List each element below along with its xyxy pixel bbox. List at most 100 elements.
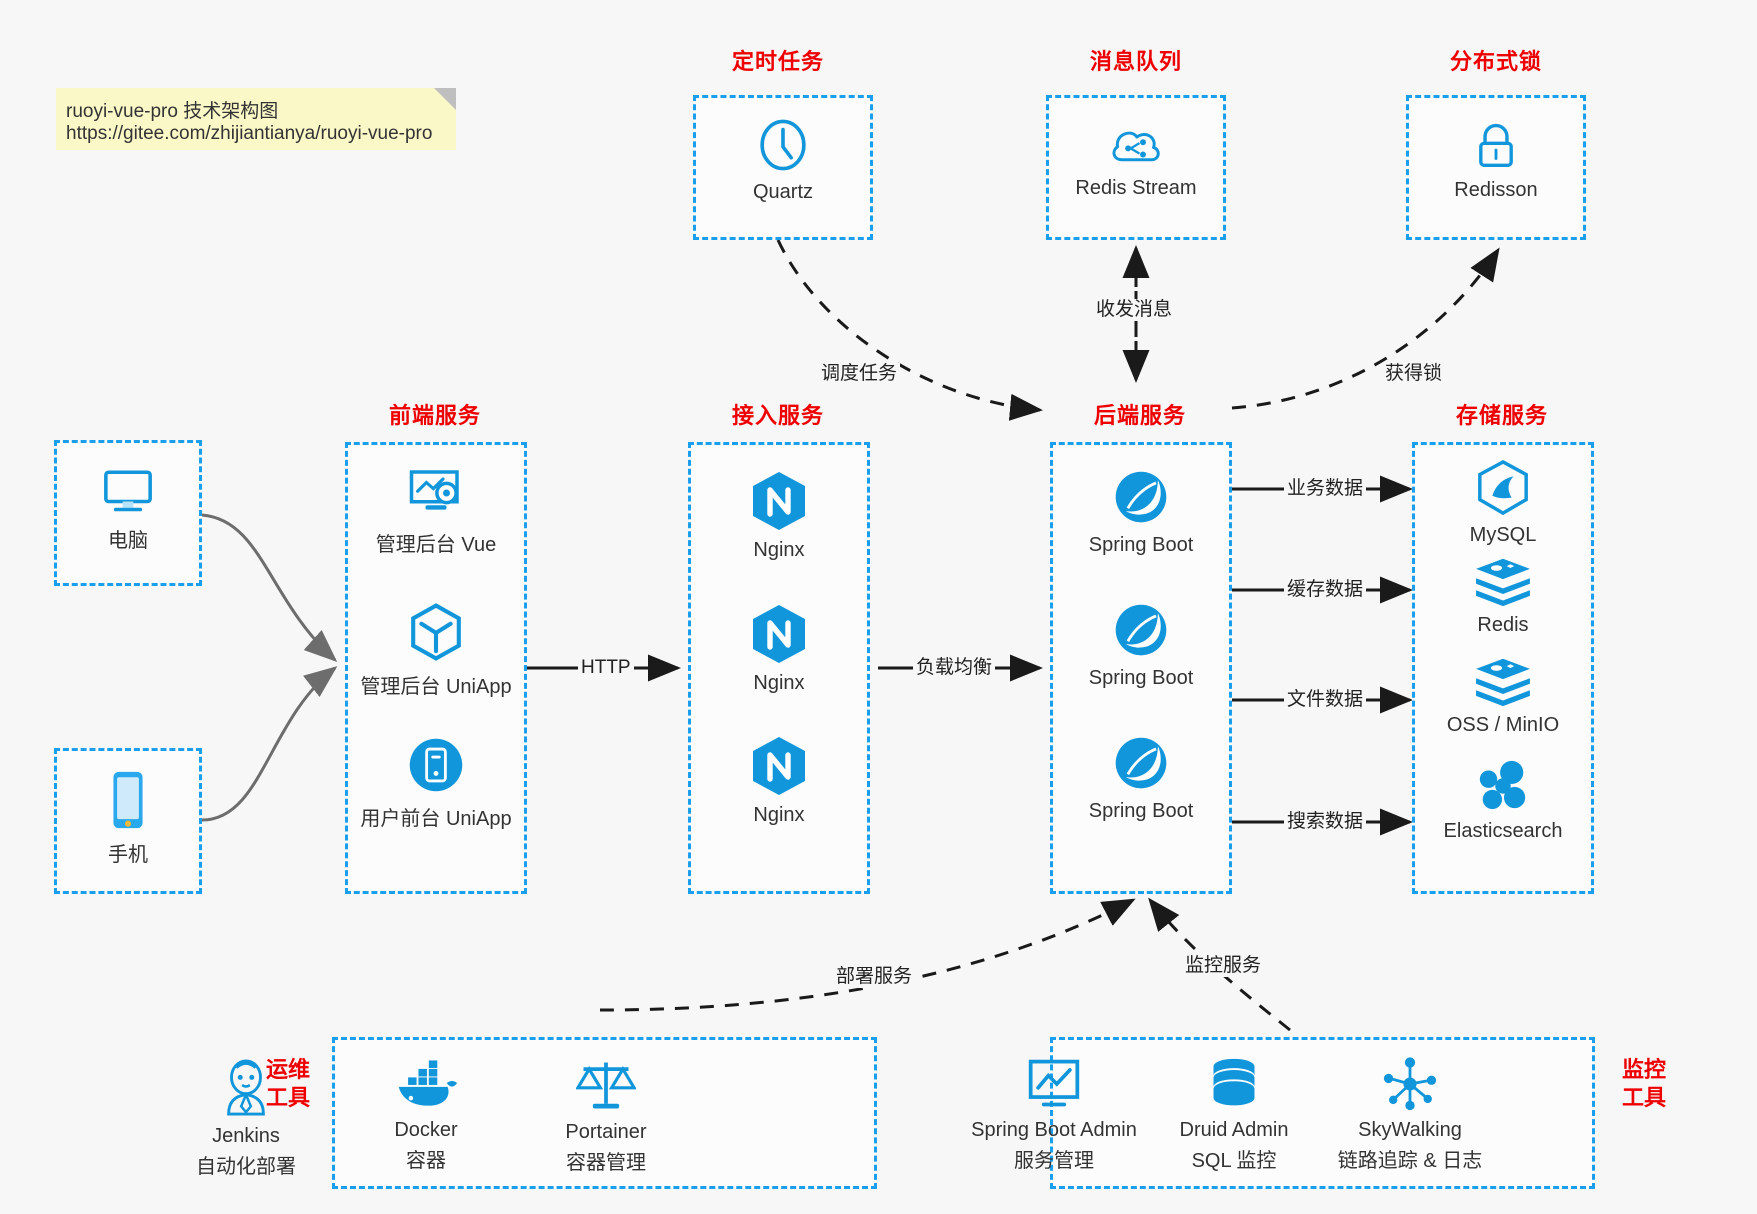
node-elasticsearch[interactable]: Elasticsearch bbox=[1415, 757, 1591, 843]
cube-icon bbox=[348, 601, 524, 663]
monitoring-title-line-1: 监控 bbox=[1621, 1057, 1666, 1082]
node-redis[interactable]: Redis bbox=[1415, 555, 1591, 637]
edge-label-http: HTTP bbox=[578, 657, 634, 679]
node-sublabel: 容器 bbox=[406, 1150, 446, 1172]
group-title-frontend: 前端服务 bbox=[388, 403, 481, 428]
node-spring-boot-2[interactable]: Spring Boot bbox=[1053, 600, 1229, 690]
node-spring-boot-3[interactable]: Spring Boot bbox=[1053, 733, 1229, 823]
node-label: Nginx bbox=[753, 804, 805, 826]
node-label: Jenkins bbox=[212, 1125, 280, 1147]
node-redisson[interactable]: Redisson bbox=[1409, 118, 1583, 202]
node-label: Spring Boot Admin bbox=[971, 1119, 1137, 1141]
node-docker[interactable]: Docker 容器 bbox=[335, 1056, 517, 1173]
group-gateway[interactable]: Nginx Nginx Nginx bbox=[688, 442, 870, 894]
devops-title-line-2: 工具 bbox=[265, 1085, 310, 1110]
monitor-chart-icon bbox=[963, 1056, 1145, 1112]
node-redis-stream[interactable]: Redis Stream bbox=[1049, 118, 1223, 200]
edge-label-schedule-task: 调度任务 bbox=[818, 363, 901, 385]
node-sublabel: 服务管理 bbox=[1014, 1150, 1094, 1172]
edge-label-load-balance: 负载均衡 bbox=[913, 657, 996, 679]
node-label: Spring Boot bbox=[1088, 800, 1194, 822]
node-pc[interactable]: 电脑 bbox=[57, 463, 199, 553]
redis-icon bbox=[1415, 555, 1591, 607]
group-title-storage: 存储服务 bbox=[1455, 403, 1548, 428]
nginx-icon bbox=[691, 603, 867, 665]
mysql-icon bbox=[1415, 459, 1591, 517]
mobile-app-icon bbox=[348, 735, 524, 795]
clock-icon bbox=[696, 116, 870, 174]
node-label: OSS / MinIO bbox=[1446, 714, 1560, 736]
node-label: 管理后台 Vue bbox=[375, 534, 497, 556]
node-oss-minio[interactable]: OSS / MinIO bbox=[1415, 655, 1591, 737]
database-stack-icon bbox=[1143, 1056, 1325, 1112]
node-label: Nginx bbox=[753, 539, 805, 561]
node-sublabel: 链路追踪 & 日志 bbox=[1337, 1150, 1483, 1172]
group-backend[interactable]: Spring Boot Spring Boot Spring Boot bbox=[1050, 442, 1232, 894]
edge-label-search-data: 搜索数据 bbox=[1284, 811, 1367, 833]
group-title-scheduled-task: 定时任务 bbox=[731, 49, 824, 74]
node-label: Elasticsearch bbox=[1443, 820, 1563, 842]
nginx-icon bbox=[691, 735, 867, 797]
group-devops[interactable]: Jenkins 自动化部署 Docker 容器 bbox=[196, 1037, 877, 1189]
node-label: 用户前台 UniApp bbox=[360, 808, 512, 830]
node-nginx-2[interactable]: Nginx bbox=[691, 603, 867, 695]
group-title-message-queue: 消息队列 bbox=[1089, 49, 1182, 74]
group-distributed-lock[interactable]: Redisson bbox=[1406, 95, 1586, 240]
note-line-1: ruoyi-vue-pro 技术架构图 bbox=[66, 101, 279, 122]
node-nginx-1[interactable]: Nginx bbox=[691, 470, 867, 562]
note-fold-icon bbox=[434, 88, 456, 110]
node-sublabel: SQL 监控 bbox=[1191, 1150, 1277, 1172]
node-label: Quartz bbox=[752, 181, 814, 203]
group-monitoring[interactable]: Spring Boot Admin 服务管理 Druid Admin SQL 监… bbox=[971, 1037, 1595, 1189]
node-sublabel: 容器管理 bbox=[566, 1152, 646, 1174]
node-label: SkyWalking bbox=[1358, 1119, 1462, 1141]
lock-icon bbox=[1409, 118, 1583, 172]
cloud-stream-icon bbox=[1049, 118, 1223, 170]
spring-boot-icon bbox=[1053, 600, 1229, 660]
group-title-devops: 运维 工具 bbox=[252, 1056, 324, 1112]
node-label: Docker bbox=[394, 1119, 458, 1141]
jenkins-icon bbox=[155, 1056, 337, 1118]
group-client-mobile[interactable]: 手机 bbox=[54, 748, 202, 894]
node-user-uniapp[interactable]: 用户前台 UniApp bbox=[348, 735, 524, 831]
node-label: 手机 bbox=[108, 844, 148, 866]
group-title-monitoring: 监控 工具 bbox=[1608, 1056, 1680, 1112]
node-label: MySQL bbox=[1469, 524, 1537, 546]
group-message-queue[interactable]: Redis Stream bbox=[1046, 95, 1226, 240]
edge-label-send-recv-msg: 收发消息 bbox=[1093, 299, 1176, 321]
node-admin-vue[interactable]: 管理后台 Vue bbox=[348, 465, 524, 557]
node-quartz[interactable]: Quartz bbox=[696, 116, 870, 204]
node-skywalking[interactable]: SkyWalking 链路追踪 & 日志 bbox=[1319, 1056, 1501, 1173]
edge-label-deploy-service: 部署服务 bbox=[833, 966, 916, 988]
node-label: 管理后台 UniApp bbox=[360, 676, 512, 698]
node-label: Spring Boot bbox=[1088, 667, 1194, 689]
edge-label-acquire-lock: 获得锁 bbox=[1382, 363, 1446, 385]
node-spring-boot-admin[interactable]: Spring Boot Admin 服务管理 bbox=[963, 1056, 1145, 1173]
docker-icon bbox=[335, 1056, 517, 1112]
node-jenkins[interactable]: Jenkins 自动化部署 bbox=[155, 1056, 337, 1179]
group-title-gateway: 接入服务 bbox=[731, 403, 824, 428]
node-label: Redisson bbox=[1454, 179, 1538, 201]
group-title-distributed-lock: 分布式锁 bbox=[1449, 49, 1542, 74]
group-title-backend: 后端服务 bbox=[1093, 403, 1186, 428]
node-sublabel: 自动化部署 bbox=[196, 1156, 296, 1178]
node-nginx-3[interactable]: Nginx bbox=[691, 735, 867, 827]
smartphone-icon bbox=[57, 769, 199, 831]
node-spring-boot-1[interactable]: Spring Boot bbox=[1053, 467, 1229, 557]
network-nodes-icon bbox=[1319, 1056, 1501, 1112]
group-scheduled-task[interactable]: Quartz bbox=[693, 95, 873, 240]
node-portainer[interactable]: Portainer 容器管理 bbox=[515, 1056, 697, 1175]
note-line-2: https://gitee.com/zhijiantianya/ruoyi-vu… bbox=[66, 123, 433, 144]
node-druid-admin[interactable]: Druid Admin SQL 监控 bbox=[1143, 1056, 1325, 1173]
node-mysql[interactable]: MySQL bbox=[1415, 459, 1591, 547]
group-client-pc[interactable]: 电脑 bbox=[54, 440, 202, 586]
node-admin-uniapp[interactable]: 管理后台 UniApp bbox=[348, 601, 524, 699]
edge-label-file-data: 文件数据 bbox=[1284, 689, 1367, 711]
sticky-note: ruoyi-vue-pro 技术架构图 https://gitee.com/zh… bbox=[56, 88, 456, 150]
node-label: 电脑 bbox=[108, 530, 148, 552]
edge-label-monitor-service: 监控服务 bbox=[1182, 955, 1265, 977]
node-mobile[interactable]: 手机 bbox=[57, 769, 199, 867]
spring-boot-icon bbox=[1053, 467, 1229, 527]
group-frontend[interactable]: 管理后台 Vue 管理后台 UniApp 用户前台 UniApp bbox=[345, 442, 527, 894]
group-storage[interactable]: MySQL Redis bbox=[1412, 442, 1594, 894]
